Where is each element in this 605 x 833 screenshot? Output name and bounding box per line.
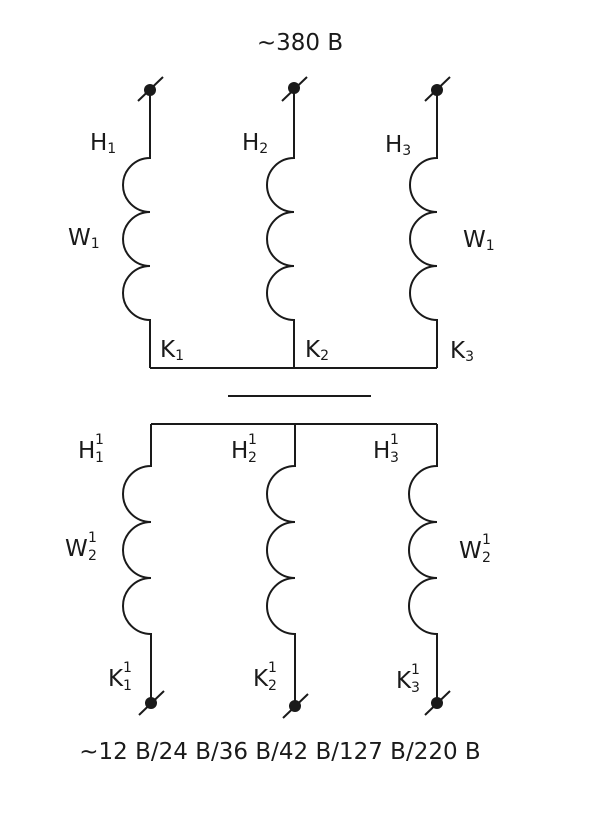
secondary-phase-2	[266, 424, 309, 719]
svg-text:3: 3	[411, 680, 420, 696]
primary-coil-2	[266, 88, 295, 368]
secondary-coil-3	[408, 424, 438, 703]
primary-h3-label: H3	[385, 132, 411, 159]
primary-coil-3	[409, 90, 438, 368]
primary-k2-label: K2	[305, 337, 329, 364]
svg-text:2: 2	[88, 548, 97, 564]
svg-text:1: 1	[123, 660, 132, 676]
svg-text:2: 2	[482, 550, 491, 566]
svg-text:1: 1	[390, 432, 399, 448]
svg-text:1: 1	[95, 432, 104, 448]
secondary-coil-1	[122, 424, 152, 703]
svg-text:1: 1	[123, 678, 132, 694]
svg-text:1: 1	[95, 450, 104, 466]
primary-phase-1	[122, 76, 164, 368]
primary-coil-1	[122, 90, 151, 368]
secondary-phase-1	[122, 424, 165, 716]
svg-text:1: 1	[411, 662, 420, 678]
primary-phase-2	[266, 76, 308, 368]
svg-text:H: H	[231, 438, 248, 464]
secondary-coil-2	[266, 424, 296, 706]
primary-phase-3	[409, 76, 451, 368]
svg-text:H: H	[373, 438, 390, 464]
secondary-k1-label: K 1 1	[108, 660, 132, 694]
svg-text:2: 2	[248, 450, 257, 466]
secondary-winding-right-label: W 1 2	[459, 532, 491, 566]
svg-text:3: 3	[390, 450, 399, 466]
terminal-tick-icon	[138, 690, 165, 716]
svg-text:1: 1	[482, 532, 491, 548]
svg-text:2: 2	[268, 678, 277, 694]
svg-text:1: 1	[268, 660, 277, 676]
primary-winding-left-label: W1	[68, 225, 100, 252]
svg-text:W: W	[65, 536, 88, 562]
secondary-h2-label: H 1 2	[231, 432, 257, 466]
primary-winding-right-label: W1	[463, 227, 495, 254]
secondary-phase-3	[408, 424, 451, 716]
primary-h1-label: H1	[90, 130, 116, 157]
svg-text:1: 1	[88, 530, 97, 546]
primary-voltage-label: ~380 В	[257, 30, 343, 56]
svg-text:W: W	[459, 538, 482, 564]
primary-k1-label: K1	[160, 337, 184, 364]
terminal-tick-icon	[282, 693, 309, 719]
svg-text:H: H	[78, 438, 95, 464]
terminal-tick-icon	[424, 690, 451, 716]
secondary-winding-left-label: W 1 2	[65, 530, 97, 564]
secondary-h1-label: H 1 1	[78, 432, 104, 466]
secondary-voltage-label: ~12 В/24 В/36 В/42 В/127 В/220 В	[79, 739, 480, 765]
secondary-k2-label: K 1 2	[253, 660, 277, 694]
svg-text:K: K	[396, 668, 412, 694]
primary-h2-label: H2	[242, 130, 268, 157]
svg-text:K: K	[108, 666, 124, 692]
primary-k3-label: K3	[450, 338, 474, 365]
svg-text:K: K	[253, 666, 269, 692]
svg-text:1: 1	[248, 432, 257, 448]
secondary-h3-label: H 1 3	[373, 432, 399, 466]
secondary-k3-label: K 1 3	[396, 662, 420, 696]
